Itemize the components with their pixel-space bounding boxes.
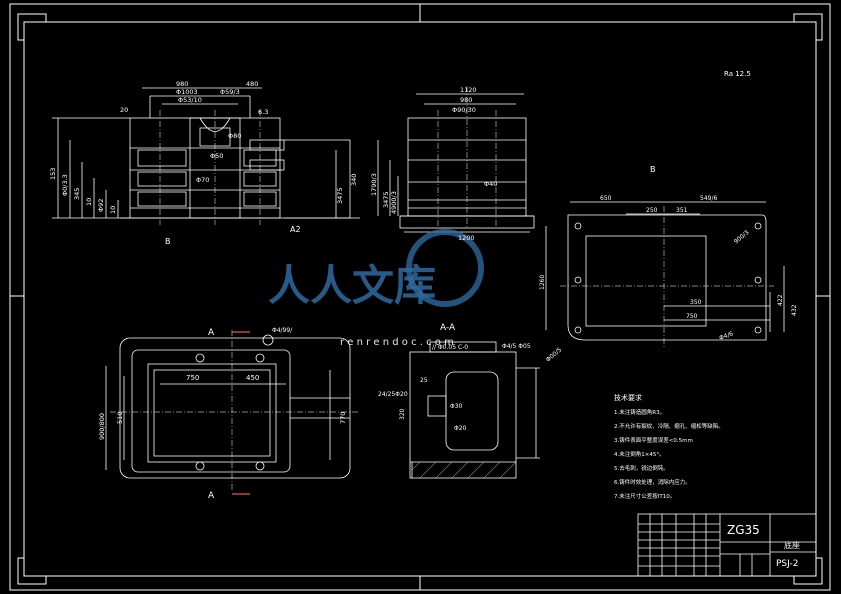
dim-front-480: 480 xyxy=(246,80,258,88)
dim-aa-320: 320 xyxy=(399,408,406,420)
dim-side-1120: 1120 xyxy=(460,86,477,94)
plan-centerlines xyxy=(110,330,360,490)
tech-req-item-5: 5.去毛刺，锐边倒钝。 xyxy=(614,464,669,472)
dim-front-phi1003: Φ1003 xyxy=(176,88,198,96)
dim-plan-770: 770 xyxy=(339,412,347,424)
dim-plan-450: 450 xyxy=(246,374,259,382)
dim-b-650: 650 xyxy=(600,195,612,202)
note-b-phi00: Φ00/5 xyxy=(545,346,564,363)
view-b-text: B 650 549/6 250 351 350 750 1260 422 432… xyxy=(539,165,798,364)
watermark-text: 人人文库 r e n r e n d o c . c o m xyxy=(268,261,454,348)
title-block xyxy=(637,513,817,577)
corner-mark-bl xyxy=(17,557,47,585)
plan-section-letter-top: A xyxy=(208,328,215,338)
front-section-mark-a2: A2 xyxy=(290,225,301,234)
front-view-dimension-text: 980 480 Φ1003 Φ59/3 Φ53/10 6.3 20 Φ50 Φ7… xyxy=(120,80,301,246)
side-view xyxy=(377,93,535,233)
corner-mark-tl xyxy=(17,13,47,41)
dim-front-phi70: Φ70 xyxy=(196,176,209,184)
dim-side-4900: 4900/3 xyxy=(390,191,398,214)
dim-side-phi90: Φ90/30 xyxy=(452,106,476,114)
dim-front-10a: 10 xyxy=(85,198,93,206)
section-aa-tolerance-tag: // Φ0.05 C-0 xyxy=(432,344,468,351)
dim-front-3475: 3475 xyxy=(336,187,344,204)
front-view-centerlines xyxy=(159,110,261,225)
front-section-mark-b: B xyxy=(165,237,171,246)
plan-view-text: A A Φ4/99/ 750 450 900/800 510 770 xyxy=(98,327,347,501)
dim-front-340: 340 xyxy=(350,174,358,186)
dim-b-350: 350 xyxy=(690,299,702,306)
roughness-note: Ra 12.5 xyxy=(724,70,751,78)
title-part-name: 底座 xyxy=(784,540,800,550)
section-aa-view xyxy=(409,341,540,479)
dim-plan-900: 900/800 xyxy=(98,413,106,440)
view-b-centerlines xyxy=(560,206,774,348)
tech-req-item-1: 1.未注铸造圆角R3。 xyxy=(614,408,665,416)
dim-front-phi0: Φ0/3.3 xyxy=(61,174,69,196)
dim-front-6-3: 6.3 xyxy=(258,108,268,116)
dim-side-980: 980 xyxy=(460,96,472,104)
tech-req-item-7: 7.未注尺寸公差按IT10。 xyxy=(614,492,675,500)
section-arrows xyxy=(232,331,250,495)
dim-front-10b: 10 xyxy=(109,206,117,214)
corner-mark-tr xyxy=(793,13,823,41)
dim-front-phi53: Φ53/10 xyxy=(178,96,202,104)
tech-req-item-4: 4.未注倒角1×45°。 xyxy=(614,450,665,458)
watermark-url: r e n r e n d o c . c o m xyxy=(340,337,454,348)
side-view-dimension-text: 1120 980 Φ90/30 1200 Φ40 1790/3 3475 490… xyxy=(370,86,497,242)
dim-b-432: 432 xyxy=(791,304,798,316)
dim-front-phi80: Φ80 xyxy=(228,132,241,140)
dim-aa-phi45: Φ4/5 Φ05 xyxy=(502,343,531,350)
watermark-title: 人人文库 xyxy=(268,261,436,310)
dim-side-1790: 1790/3 xyxy=(370,173,378,196)
plan-section-letter-bottom: A xyxy=(208,491,215,501)
side-view-centerlines xyxy=(437,86,497,228)
corner-mark-br xyxy=(793,557,823,585)
plan-view xyxy=(105,334,351,479)
front-view-vertical-dims: 153 Φ0/3.3 345 10 Φ92 10 340 3475 xyxy=(49,168,358,214)
section-aa-text: A-A 25 24/25Φ20 Φ30 Φ20 320 Φ4/5 Φ05 // … xyxy=(378,323,531,432)
dim-front-980: 980 xyxy=(176,80,188,88)
dim-plan-phi4: Φ4/99/ xyxy=(272,327,293,334)
dim-front-20: 20 xyxy=(120,106,128,114)
dim-b-900: 900/3 xyxy=(733,229,751,246)
dim-aa-phi30: Φ30 xyxy=(450,403,463,410)
watermark xyxy=(406,229,484,307)
dim-side-1200: 1200 xyxy=(458,234,475,242)
dim-b-250: 250 xyxy=(646,207,658,214)
dim-b-422: 422 xyxy=(777,294,784,306)
dim-b-1260: 1260 xyxy=(539,275,546,290)
dim-front-153: 153 xyxy=(49,168,57,180)
dim-b-549: 549/6 xyxy=(700,195,717,202)
dim-b-351: 351 xyxy=(676,207,688,214)
section-aa-title: A-A xyxy=(440,323,456,333)
dim-aa-24-25: 24/25Φ20 xyxy=(378,391,408,398)
title-block-text: ZG35 底座 PSJ-2 xyxy=(727,523,800,569)
dim-front-phi59: Φ59/3 xyxy=(220,88,240,96)
section-aa-hatch xyxy=(411,461,517,479)
title-material: ZG35 xyxy=(727,523,760,537)
dim-aa-phi20: Φ20 xyxy=(454,425,467,432)
dim-side-3475: 3475 xyxy=(382,191,390,208)
tech-requirements: 技术要求 1.未注铸造圆角R3。 2.不允许有裂纹、冷隔、缩孔、缩松等缺陷。 3… xyxy=(614,393,724,500)
dim-front-phi92: Φ92 xyxy=(97,199,105,212)
dim-front-phi50: Φ50 xyxy=(210,152,223,160)
dim-front-345: 345 xyxy=(73,188,81,200)
dim-plan-510: 510 xyxy=(116,412,124,424)
note-b-phi4: Φ4/6 xyxy=(718,330,734,342)
tech-requirements-title: 技术要求 xyxy=(614,393,642,402)
dim-aa-25: 25 xyxy=(420,377,428,384)
view-b-letter: B xyxy=(650,165,656,174)
tech-req-item-2: 2.不允许有裂纹、冷隔、缩孔、缩松等缺陷。 xyxy=(614,422,724,430)
front-view xyxy=(52,87,360,219)
dim-plan-750: 750 xyxy=(186,374,199,382)
dim-side-phi40: Φ40 xyxy=(484,180,497,188)
tech-req-item-3: 3.铸件表面平整度误差<0.5mm xyxy=(614,436,693,444)
tech-req-item-6: 6.铸件时效处理，消除内应力。 xyxy=(614,478,691,486)
dim-b-750: 750 xyxy=(686,313,698,320)
view-b xyxy=(545,201,785,341)
title-drawing-no: PSJ-2 xyxy=(776,559,798,569)
